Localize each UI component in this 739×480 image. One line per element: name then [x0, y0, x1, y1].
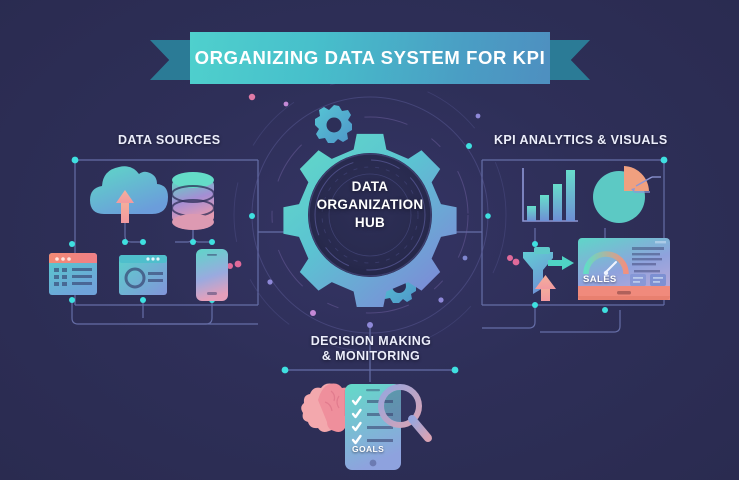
gear-main-icon	[283, 133, 457, 308]
network-nodes	[69, 93, 668, 374]
hub-title-line3: HUB	[354, 215, 386, 230]
section-label-data-sources: DATA SOURCES	[118, 133, 221, 147]
decision-label-line2: & MONITORING	[321, 349, 421, 363]
section-label-decision-monitoring: DECISION MAKING & MONITORING	[296, 334, 446, 364]
bar-chart-icon	[522, 168, 578, 222]
page-title: ORGANIZING DATA SYSTEM FOR KPI	[194, 47, 546, 68]
dashboard-icon	[578, 238, 670, 300]
funnel-icon	[523, 247, 574, 301]
database-icon	[171, 172, 215, 230]
pie-chart-icon	[593, 166, 661, 223]
title-banner: ORGANIZING DATA SYSTEM FOR KPI	[150, 32, 590, 84]
spreadsheet-icon	[49, 253, 97, 295]
browser-chart-icon	[119, 255, 167, 295]
hub-title: DATA ORGANIZATION HUB	[310, 178, 430, 232]
hub-title-line2: ORGANIZATION	[316, 197, 424, 212]
goals-caption: GOALS	[352, 444, 385, 454]
banner-body: ORGANIZING DATA SYSTEM FOR KPI	[190, 32, 550, 84]
cloud-upload-icon	[90, 166, 168, 223]
checkmarks	[351, 395, 362, 445]
section-label-kpi-analytics: KPI ANALYTICS & VISUALS	[494, 133, 668, 147]
funnel-right-arrow	[548, 256, 574, 270]
decision-label-line1: DECISION MAKING	[310, 334, 432, 348]
magnifier-icon	[378, 384, 432, 442]
gear-small-top-icon	[315, 105, 352, 143]
smartphone-icon	[196, 249, 228, 301]
hub-title-line1: DATA	[351, 179, 389, 194]
dashboard-sales-caption: SALES	[583, 274, 617, 285]
funnel-up-arrow	[535, 275, 556, 301]
